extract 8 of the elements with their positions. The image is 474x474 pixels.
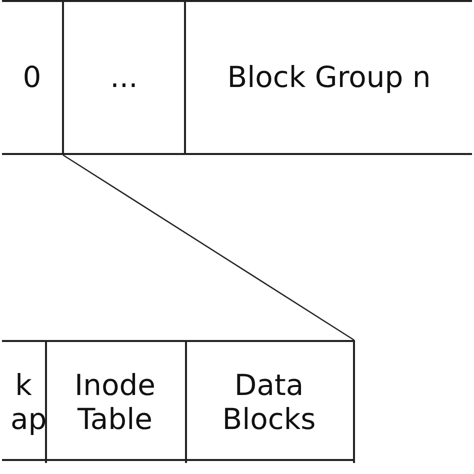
zoom-line — [62, 154, 354, 341]
table-cell: ... — [62, 0, 186, 155]
expanded-row-box — [2, 340, 355, 461]
table-cell: 0 — [2, 0, 64, 155]
table-cell: Block Group n — [184, 0, 472, 155]
table-cell: Data Blocks — [185, 342, 355, 463]
table-cell: Inode Table — [45, 342, 187, 463]
table-cell: k ap — [2, 342, 47, 463]
